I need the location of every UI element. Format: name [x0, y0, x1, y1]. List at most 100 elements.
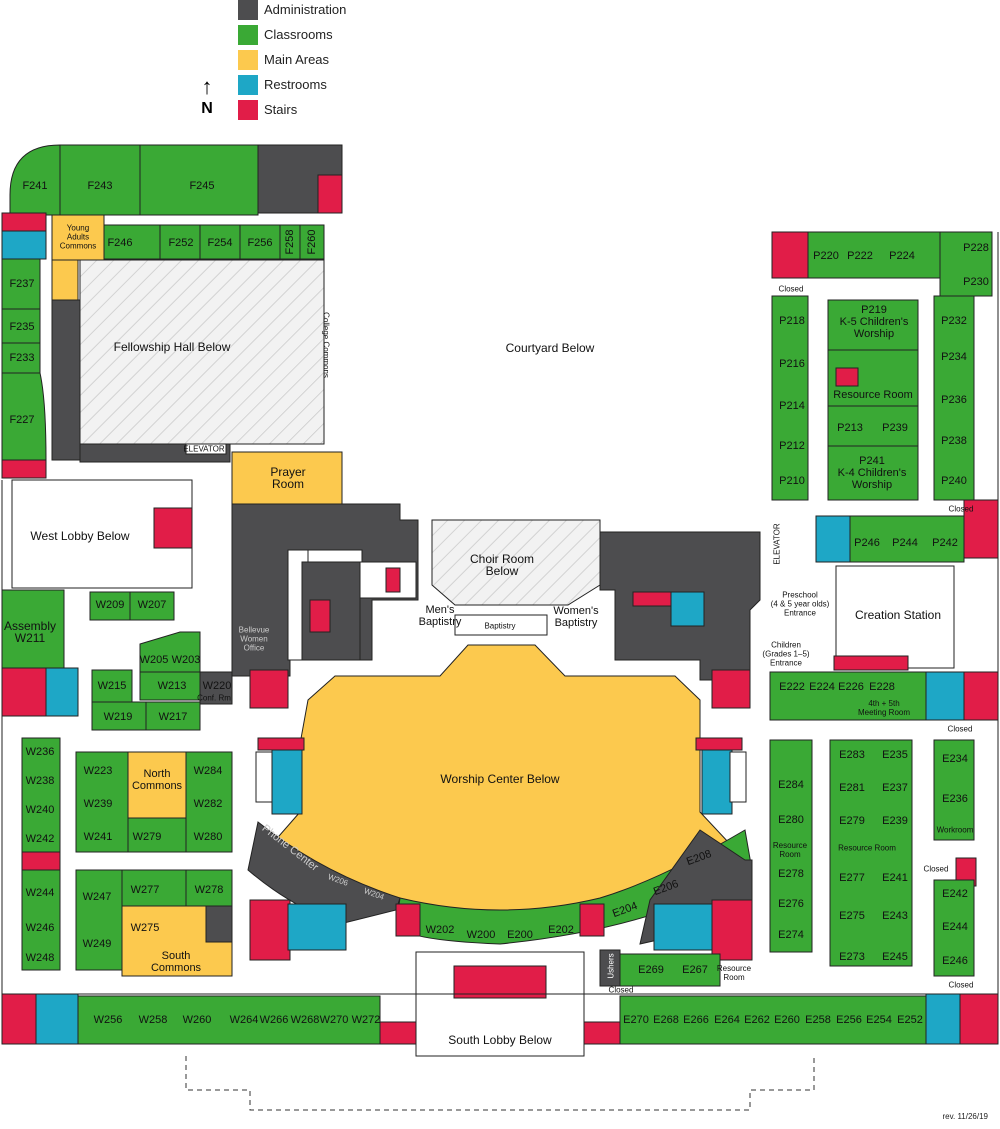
label-e246: E246: [942, 955, 968, 967]
label-elevator: ELEVATOR: [183, 444, 225, 454]
label-f256: F256: [247, 237, 273, 249]
label-e241: E241: [882, 872, 908, 884]
room-f260: [299, 224, 325, 260]
compass: ↑ N: [196, 76, 218, 120]
label-e260: E260: [774, 1014, 800, 1026]
label-e200: E200: [507, 929, 533, 941]
stairs-se1: [711, 899, 753, 961]
label-e269: E269: [638, 964, 664, 976]
restroom-sw1: [287, 903, 347, 951]
label-f233: F233: [9, 352, 35, 364]
choir-room: [431, 519, 601, 606]
label-e264: E264: [714, 1014, 740, 1026]
label-e268: E268: [653, 1014, 679, 1026]
label-p236: P236: [941, 394, 967, 406]
assembly-w211: [1, 589, 65, 669]
label-w207: W207: [137, 599, 167, 611]
stairs-se2: [583, 1021, 621, 1045]
label-worship: Worship Center Below: [440, 772, 560, 786]
label-w268: W268: [290, 1014, 320, 1026]
label-w240: W240: [25, 804, 55, 816]
label-w209: W209: [95, 599, 125, 611]
label-w215: W215: [97, 680, 127, 692]
label-p234: P234: [941, 351, 967, 363]
room-p213-239: [827, 405, 919, 447]
label-p246: P246: [854, 537, 880, 549]
label-e280: E280: [778, 814, 804, 826]
label-f254: F254: [207, 237, 233, 249]
label-f241: F241: [22, 180, 48, 192]
label-resource-room-p: Resource Room: [833, 389, 913, 401]
label-e283: E283: [839, 749, 865, 761]
label-f237: F237: [9, 278, 35, 290]
room-p232-col: [933, 295, 975, 501]
label-w249: W249: [82, 938, 112, 950]
young-adults-2: [51, 259, 79, 301]
legend-item: Stairs: [238, 100, 458, 120]
label-e284: E284: [778, 779, 804, 791]
room-w213: [139, 671, 201, 701]
room-w223-block: [75, 751, 129, 853]
label-w239: W239: [83, 798, 113, 810]
label-p214: P214: [779, 400, 805, 412]
stairs-arc1: [395, 903, 421, 937]
room-w209: [89, 591, 131, 621]
corridor-b: [307, 549, 363, 563]
label-f227: F227: [9, 414, 35, 426]
label-f246: F246: [107, 237, 133, 249]
legend-item: Classrooms: [238, 25, 458, 45]
room-w215: [91, 669, 133, 703]
room-w217: [145, 701, 201, 731]
label-e202: E202: [548, 924, 574, 936]
stairs-p3: [963, 499, 999, 559]
label-closed: Closed: [948, 980, 974, 990]
label-w264: W264: [229, 1014, 259, 1026]
label-w242: W242: [25, 833, 55, 845]
label-e274: E274: [778, 929, 804, 941]
label-w241: W241: [83, 831, 113, 843]
label-closed: Closed: [778, 284, 804, 294]
label-e244: E244: [942, 921, 968, 933]
label-conf-rm: Conf. Rm: [197, 693, 231, 703]
label-meeting: 4th + 5th Meeting Room: [857, 699, 911, 717]
stairs-w2: [257, 737, 305, 751]
label-e236: E236: [942, 793, 968, 805]
label-w246: W246: [25, 922, 55, 934]
label-e267: E267: [682, 964, 708, 976]
room-f235: [1, 308, 41, 344]
label-ushers: Ushers: [606, 953, 616, 979]
restroom-sw2: [35, 993, 79, 1045]
legend-item: Main Areas: [238, 50, 458, 70]
label-w272: W272: [351, 1014, 381, 1026]
label-w220: W220: [202, 680, 232, 692]
legend-label: Classrooms: [264, 27, 333, 42]
room-f256: [239, 224, 281, 260]
label-p216: P216: [779, 358, 805, 370]
stairs-e3: [695, 737, 743, 751]
label-f235: F235: [9, 321, 35, 333]
room-f254: [199, 224, 241, 260]
label-p230: P230: [963, 276, 989, 288]
legend-swatch: [238, 100, 258, 120]
stairs-sl: [453, 965, 547, 999]
label-w277: W277: [130, 884, 160, 896]
restroom-e2: [701, 737, 733, 815]
label-w202: W202: [425, 924, 455, 936]
stairs-f: [1, 212, 47, 232]
stairs-p: [771, 231, 809, 279]
label-w213: W213: [157, 680, 187, 692]
restroom-se2: [925, 993, 961, 1045]
label-w270: W270: [319, 1014, 349, 1026]
restroom-e3: [925, 671, 965, 721]
label-p244: P244: [892, 537, 918, 549]
room-w219: [91, 701, 147, 731]
north-arrow-icon: ↑: [201, 74, 213, 99]
room-f233: [1, 342, 41, 374]
label-w260: W260: [182, 1014, 212, 1026]
label-choir: Choir Room Below: [469, 552, 535, 578]
label-e234: E234: [942, 753, 968, 765]
label-e239: E239: [882, 815, 908, 827]
legend-label: Restrooms: [264, 77, 327, 92]
fellowship-hall: [79, 259, 325, 445]
room-w220: [199, 671, 233, 705]
